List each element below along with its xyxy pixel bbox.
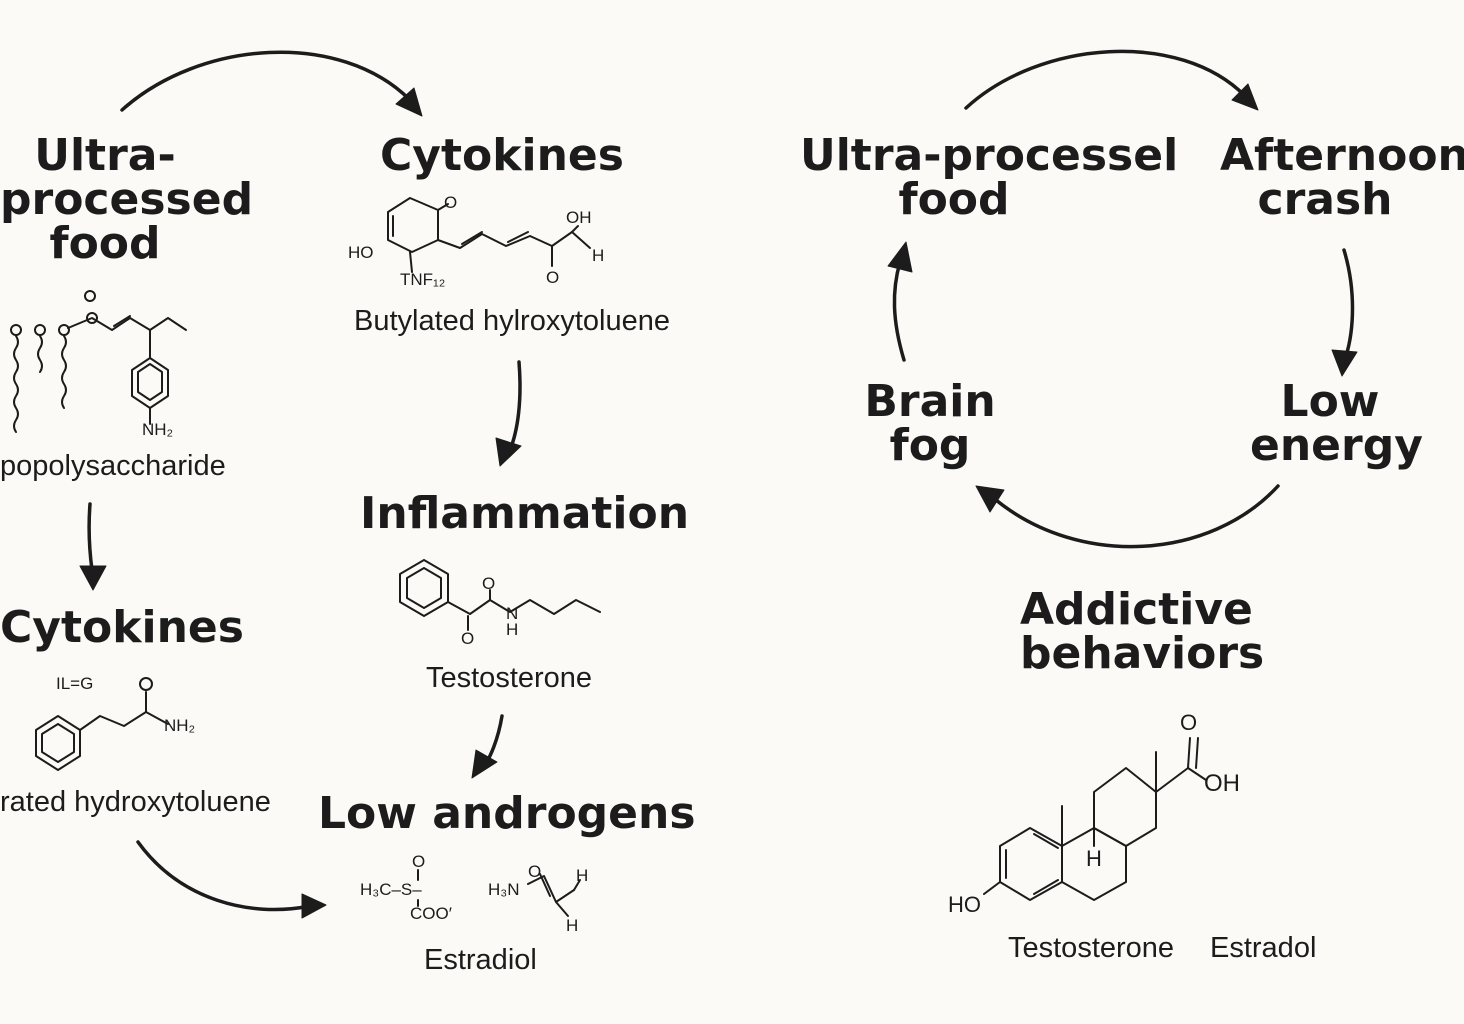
node-low-androgens: Low androgens	[318, 788, 696, 839]
arrow-ultra-to-cytokines	[120, 50, 423, 117]
estradiol-molecule	[417, 869, 581, 917]
atom-label: O	[482, 574, 496, 593]
caption-butylated-hydroxytoluene-top: Butylated hylroxytoluene	[354, 305, 670, 337]
caption-estradol: Estradol	[1210, 932, 1317, 964]
atom-label: N	[506, 604, 519, 623]
atom-label: TNF₁₂	[400, 270, 446, 289]
atom-label: O	[412, 852, 426, 871]
atom-label: H	[592, 246, 605, 265]
atom-label: H	[576, 866, 589, 885]
caption-lipopolysaccharide: popolysaccharide	[0, 450, 226, 482]
cytokines-top-molecule	[387, 197, 591, 273]
lipopolysaccharide-molecule	[10, 290, 187, 433]
atom-label: HO	[348, 243, 374, 262]
caption-testosterone-right: Testosterone	[1008, 932, 1175, 964]
node-cytokines-left: Cytokines	[0, 602, 244, 653]
node-cytokines-top: Cytokines	[380, 130, 624, 181]
atom-label: OH	[1204, 770, 1240, 797]
atom-label: H₃N	[488, 880, 520, 899]
atom-label: H	[506, 620, 519, 639]
atom-label: H₃C–S–	[360, 880, 422, 899]
arrow-afternoon-to-lowenergy	[1331, 248, 1358, 377]
atom-label: H	[566, 916, 579, 935]
arrow-lowenergy-to-brainfog	[975, 484, 1280, 549]
arrow-bht-to-androgens	[136, 840, 327, 919]
atom-label: NH₂	[164, 716, 196, 735]
atom-label: O	[528, 862, 542, 881]
atom-label: IL=G	[56, 674, 94, 693]
atom-label: COO′	[410, 904, 452, 923]
arrow-ultra-to-afternoon	[964, 49, 1259, 111]
caption-estradiol: Estradiol	[424, 944, 537, 976]
atom-label: H	[1086, 846, 1102, 871]
arrow-cytokines-to-inflammation	[495, 360, 522, 467]
atom-label: HO	[948, 892, 981, 917]
arrow-lps-to-cytokines	[79, 502, 107, 591]
atom-label: O	[546, 268, 560, 287]
steroid-molecule	[983, 737, 1207, 901]
testosterone-left-molecule	[399, 559, 601, 631]
atom-label: O	[1180, 710, 1198, 735]
arrow-brainfog-to-ultra	[887, 241, 913, 362]
atom-label: O	[444, 193, 458, 212]
atom-label: NH₂	[142, 420, 174, 439]
arrow-testosterone-to-androgens	[471, 714, 504, 779]
atom-label: O	[461, 629, 475, 648]
caption-hydroxytoluene-left: rated hydroxytoluene	[0, 786, 271, 818]
amide-molecule	[35, 677, 169, 771]
atom-label: OH	[566, 208, 592, 227]
caption-testosterone-left: Testosterone	[426, 662, 593, 694]
node-inflammation: Inflammation	[360, 488, 690, 539]
